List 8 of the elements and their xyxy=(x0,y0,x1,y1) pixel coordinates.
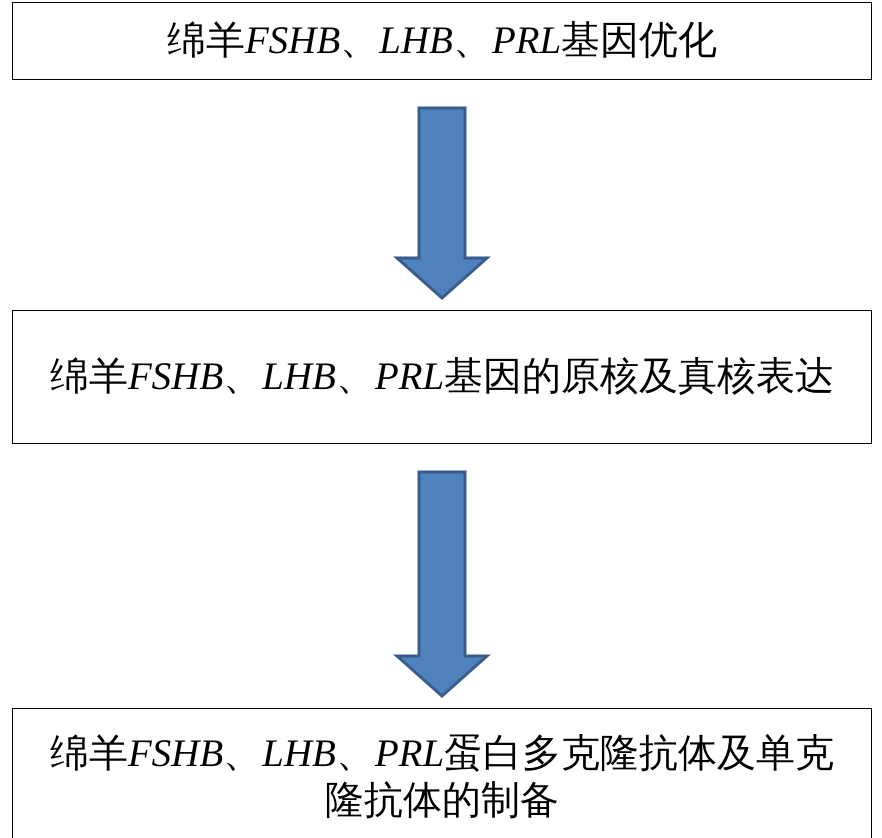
process-box xyxy=(12,708,872,838)
block-arrow xyxy=(393,106,491,300)
step-text: 绵羊FSHB、LHB、PRL基因优化 xyxy=(166,18,718,64)
process-box xyxy=(12,310,872,444)
process-box xyxy=(12,2,872,80)
step-text: 绵羊FSHB、LHB、PRL蛋白多克隆抗体及单克隆抗体的制备 xyxy=(48,731,836,824)
block-arrow xyxy=(393,470,491,698)
step-text: 绵羊FSHB、LHB、PRL基因的原核及真核表达 xyxy=(48,354,836,400)
